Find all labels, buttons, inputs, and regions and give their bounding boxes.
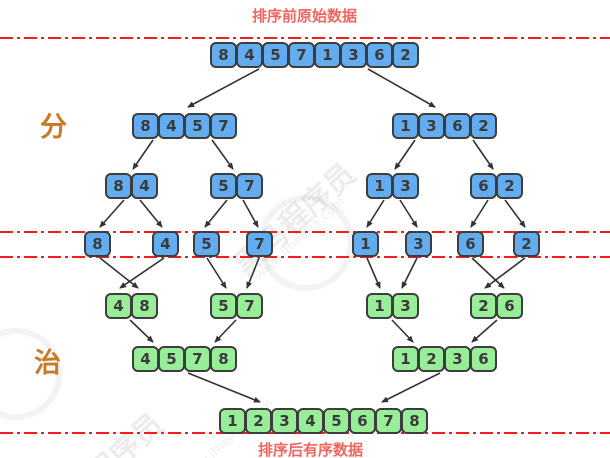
array-cell: 4: [131, 173, 158, 199]
array-cell: 7: [210, 113, 237, 139]
array-cell: 1: [366, 173, 393, 199]
array-cell: 7: [246, 231, 273, 257]
label-phase-conquer: 治: [34, 348, 61, 379]
array-cell: 2: [470, 293, 497, 319]
array-cell: 7: [288, 42, 315, 68]
array-cell: 6: [349, 408, 376, 434]
array-cell: 1: [366, 293, 393, 319]
single-node-8: 8: [84, 231, 111, 257]
array-cell: 2: [496, 173, 523, 199]
array-cell: 2: [513, 231, 540, 257]
array-cell: 3: [271, 408, 298, 434]
single-node-4: 4: [152, 231, 179, 257]
single-node-7: 7: [246, 231, 273, 257]
array-cell: 4: [132, 346, 159, 372]
merge-arrows: [99, 257, 526, 403]
array-cell: 6: [366, 42, 393, 68]
array-cell: 8: [132, 113, 159, 139]
array-cell: 5: [210, 173, 237, 199]
array-cell: 4: [152, 231, 179, 257]
array-cell: 3: [340, 42, 367, 68]
array-cell: 8: [401, 408, 428, 434]
array-cell: 8: [210, 346, 237, 372]
array-cell: 1: [392, 113, 419, 139]
array-cell: 5: [158, 346, 185, 372]
array-cell: 1: [352, 231, 379, 257]
array-cell: 4: [236, 42, 263, 68]
label-phase-divide: 分: [40, 112, 67, 143]
array-cell: 2: [470, 113, 497, 139]
array-cell: 1: [314, 42, 341, 68]
array-cell: 8: [131, 293, 158, 319]
label-sorted-data: 排序后有序数据: [258, 441, 364, 458]
array-cell: 7: [236, 173, 263, 199]
array-cell: 3: [444, 346, 471, 372]
array-cell: 3: [418, 113, 445, 139]
single-node-6: 6: [457, 231, 484, 257]
array-cell: 8: [84, 231, 111, 257]
array-cell: 5: [193, 231, 220, 257]
array-cell: 8: [210, 42, 237, 68]
array-cell: 1: [219, 408, 246, 434]
array-cell: 3: [392, 293, 419, 319]
array-cell: 6: [496, 293, 523, 319]
array-cell: 5: [210, 293, 237, 319]
array-cell: 6: [444, 113, 471, 139]
single-node-5: 5: [193, 231, 220, 257]
single-node-1: 1: [352, 231, 379, 257]
array-cell: 4: [297, 408, 324, 434]
array-cell: 4: [158, 113, 185, 139]
array-cell: 2: [392, 42, 419, 68]
array-cell: 5: [262, 42, 289, 68]
array-cell: 6: [470, 173, 497, 199]
array-cell: 7: [184, 346, 211, 372]
single-node-3: 3: [405, 231, 432, 257]
array-cell: 3: [392, 173, 419, 199]
label-original-data: 排序前原始数据: [252, 7, 358, 25]
array-cell: 2: [245, 408, 272, 434]
array-cell: 6: [457, 231, 484, 257]
array-cell: 4: [105, 293, 132, 319]
divide-arrows: [99, 68, 526, 228]
array-cell: 8: [105, 173, 132, 199]
single-node-2: 2: [513, 231, 540, 257]
array-cell: 2: [418, 346, 445, 372]
array-cell: 5: [323, 408, 350, 434]
array-cell: 7: [236, 293, 263, 319]
array-cell: 5: [184, 113, 211, 139]
array-cell: 3: [405, 231, 432, 257]
array-cell: 7: [375, 408, 402, 434]
array-cell: 1: [392, 346, 419, 372]
array-cell: 6: [470, 346, 497, 372]
